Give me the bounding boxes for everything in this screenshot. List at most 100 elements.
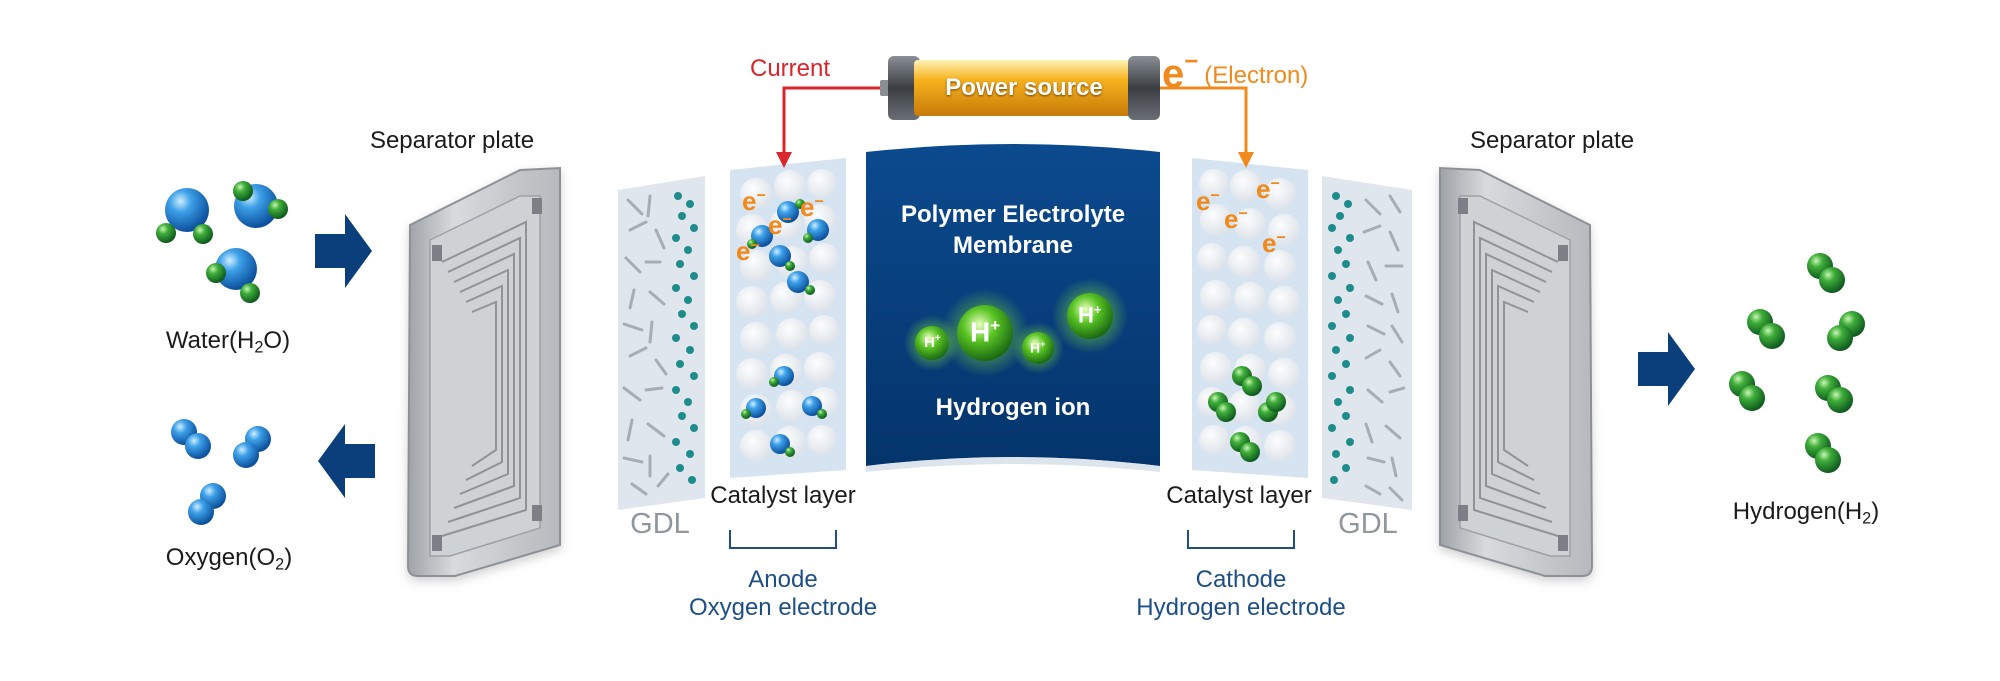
electron-letter: e <box>742 186 757 216</box>
ion-symbol-charge: + <box>990 316 1001 335</box>
electron-label-charge: − <box>1184 48 1199 75</box>
electron-letter: e <box>1224 204 1239 234</box>
electron-symbol: e− <box>1224 204 1248 235</box>
ion-symbol-letter: H <box>1078 302 1094 328</box>
hydrogen-molecules <box>1729 253 1865 473</box>
cathode-label: Cathode <box>1195 566 1287 593</box>
hydrogen-molecule-icon <box>1747 309 1785 349</box>
ion-symbol: H+ <box>970 316 1000 348</box>
electron-charge: − <box>1270 175 1280 193</box>
oxygen-label-suffix: ) <box>284 544 293 571</box>
hydrogen-molecule-icon <box>1815 375 1853 413</box>
oxygen-electrode-label: Oxygen electrode <box>688 594 878 621</box>
electron-charge: − <box>756 187 766 205</box>
cathode-bracket <box>1187 530 1295 549</box>
anode-label: Anode <box>748 566 818 593</box>
electron-letter: e <box>800 192 815 222</box>
electron-letter: e <box>1262 228 1277 258</box>
anode-bracket <box>729 530 837 549</box>
current-label: Current <box>750 55 831 82</box>
catalyst-layer-right-label: Catalyst layer <box>1166 482 1312 509</box>
electron-label-symbol: e <box>1162 52 1185 96</box>
gdl-left-label: GDL <box>630 508 690 540</box>
hydrogen-molecule-icon <box>1208 366 1286 462</box>
water-label-prefix: Water(H <box>165 327 255 354</box>
separator-plate-right <box>1439 166 1594 577</box>
ion-symbol-letter: H <box>924 334 935 351</box>
electron-letter: e <box>736 236 751 266</box>
current-wire <box>776 86 888 168</box>
electron-letter: e <box>1196 186 1211 216</box>
hydrogen-label: Hydrogen(H2) <box>1733 498 1879 529</box>
water-molecule-icon <box>233 181 288 228</box>
electron-charge: − <box>782 211 792 229</box>
gdl-left <box>618 176 705 510</box>
electron-letter: e <box>1256 174 1271 204</box>
right-arrow-icon <box>315 214 372 288</box>
water-molecule-icon <box>156 188 213 244</box>
ion-symbol: H+ <box>924 333 941 351</box>
hydrogen-label-suffix: ) <box>1871 498 1880 525</box>
oxygen-molecule-icon <box>171 419 211 459</box>
hydrogen-ion-label: Hydrogen ion <box>935 394 1091 421</box>
catalyst-layer-left-label: Catalyst layer <box>710 482 856 509</box>
catalyst-layer-left <box>730 158 846 478</box>
hydrogen-molecule-icon <box>1729 371 1765 411</box>
water-label-sub: 2 <box>254 338 264 357</box>
electron-symbol: e− <box>742 186 766 217</box>
ion-symbol-charge: + <box>1040 339 1046 349</box>
water-label-suffix: O) <box>263 327 291 354</box>
hydrogen-molecule-icon <box>1807 253 1845 293</box>
oxygen-label-sub: 2 <box>275 555 285 574</box>
hydrogen-ion-icon <box>1052 278 1128 354</box>
water-molecule-icon <box>206 248 260 303</box>
hydrogen-molecule-icon <box>1827 311 1865 351</box>
right-arrow-icon <box>1638 332 1695 406</box>
hydrogen-label-prefix: Hydrogen(H <box>1732 498 1863 525</box>
ion-symbol-charge: + <box>934 333 941 344</box>
hydrogen-ions <box>904 278 1128 377</box>
hydrogen-ion-icon <box>1012 322 1064 374</box>
electron-letter: e <box>768 210 783 240</box>
separator-plate-right-label: Separator plate <box>1469 127 1635 154</box>
membrane-title-line1: Polymer Electrolyte <box>900 201 1126 228</box>
electron-label: e−(Electron) <box>1162 48 1308 97</box>
hydrogen-electrode-label: Hydrogen electrode <box>1136 594 1346 621</box>
membrane-title: Polymer Electrolyte Membrane <box>901 199 1125 261</box>
electron-symbol: e− <box>1256 174 1280 205</box>
gdl-right-label: GDL <box>1338 508 1398 540</box>
electron-symbol: e− <box>1262 228 1286 259</box>
electron-symbol: e− <box>800 192 824 223</box>
hydrogen-ion-icon <box>941 289 1029 377</box>
electron-charge: − <box>814 193 824 211</box>
left-arrow-icon <box>318 424 375 498</box>
electron-symbol: e− <box>768 210 792 241</box>
battery-icon <box>880 56 1160 120</box>
membrane-title-line2: Membrane <box>952 232 1074 259</box>
gdl-right <box>1322 176 1412 510</box>
electron-charge: − <box>750 237 760 255</box>
oxygen-label-prefix: Oxygen(O <box>165 544 276 571</box>
ion-symbol: H+ <box>1030 339 1045 356</box>
water-molecules <box>156 181 288 303</box>
water-label: Water(H2O) <box>166 327 290 358</box>
electron-wire <box>1140 86 1254 168</box>
electron-symbol: e− <box>1196 186 1220 217</box>
oxygen-molecules <box>171 419 271 525</box>
hydrogen-molecule-icon <box>1805 433 1841 473</box>
oxygen-molecule-icon <box>233 426 271 468</box>
electron-charge: − <box>1276 229 1286 247</box>
electron-charge: − <box>1210 187 1220 205</box>
ion-symbol-charge: + <box>1093 302 1102 317</box>
ion-symbol-letter: H <box>970 316 991 348</box>
power-source-label: Power source <box>945 74 1103 101</box>
ion-symbol-letter: H <box>1030 339 1041 356</box>
electron-charge: − <box>1238 205 1248 223</box>
water-molecule-icon <box>741 199 829 457</box>
separator-plate-left <box>406 166 561 577</box>
separator-plate-left-label: Separator plate <box>369 127 535 154</box>
electron-label-text: (Electron) <box>1204 62 1309 89</box>
oxygen-molecule-icon <box>188 483 226 525</box>
